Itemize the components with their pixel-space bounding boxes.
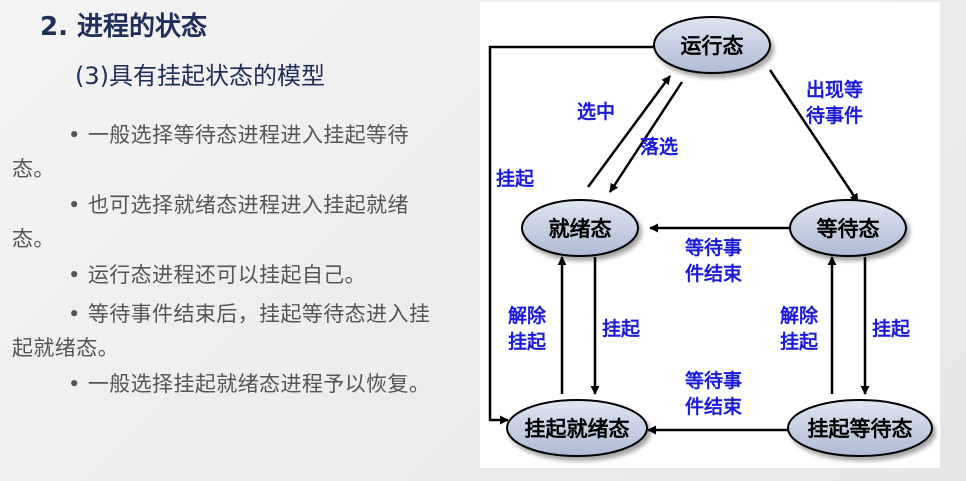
edge-label-deselect: 落选 [640,135,678,158]
edge-running-to-waiting [768,69,860,203]
edge-label-wait-event-1: 出现等 [806,78,863,101]
edge-label-unsuspend-ready-1: 解除 [508,304,547,327]
edge-label-suspend-waiting: 挂起 [872,317,911,340]
edge-label-unsuspend-waiting-2: 挂起 [780,330,819,353]
edge-label-event-end-top-2: 件结束 [685,262,743,285]
edge-label-wait-event-2: 待事件 [806,104,863,127]
edge-label-event-end-bottom-2: 件结束 [685,395,743,418]
edge-label-unsuspend-waiting-1: 解除 [780,304,819,327]
edge-label-event-end-bottom-1: 等待事 [684,369,742,392]
edge-label-suspend-ready: 挂起 [602,317,641,340]
edge-label-suspend-self: 挂起 [496,167,535,190]
node-label-running: 运行态 [681,34,744,58]
node-running: 运行态 [653,16,771,74]
bullet-item: • 等待事件结束后，挂起等待态进入挂起就绪态。 [12,302,431,360]
state-diagram: 运行态 就绪态 等待态 挂起就绪态 挂起等待态 选中 落选 挂起 出现等 待事件… [488,16,933,457]
bullet-item: • 也可选择就绪态进程进入挂起就绪态。 [12,193,409,251]
edge-label-event-end-top-1: 等待事 [684,236,742,259]
edge-label-unsuspend-ready-2: 挂起 [508,330,547,353]
edge-label-select: 选中 [577,100,615,123]
bullet-item: • 一般选择等待态进程进入挂起等待态。 [12,123,409,181]
node-ready: 就绪态 [521,199,639,257]
node-waiting: 等待态 [789,199,907,257]
edge-running-to-ready [608,81,684,193]
edge-ready-to-running [586,75,672,188]
node-label-suspended-ready: 挂起就绪态 [525,417,630,441]
node-label-ready: 就绪态 [549,217,612,241]
bullet-item: • 一般选择挂起就绪态进程予以恢复。 [68,372,431,396]
node-label-suspended-waiting: 挂起等待态 [808,417,913,441]
slide-title: 2. 进程的状态 [40,12,208,42]
node-suspended-ready: 挂起就绪态 [506,399,648,457]
state-diagram-panel: 运行态 就绪态 等待态 挂起就绪态 挂起等待态 选中 落选 挂起 出现等 待事件… [480,2,940,468]
slide-subtitle: (3)具有挂起状态的模型 [75,62,325,90]
edge-running-to-suspended-ready [488,45,655,425]
node-suspended-waiting: 挂起等待态 [787,399,933,457]
bullet-item: • 运行态进程还可以挂起自己。 [68,263,367,287]
node-label-waiting: 等待态 [817,217,880,241]
